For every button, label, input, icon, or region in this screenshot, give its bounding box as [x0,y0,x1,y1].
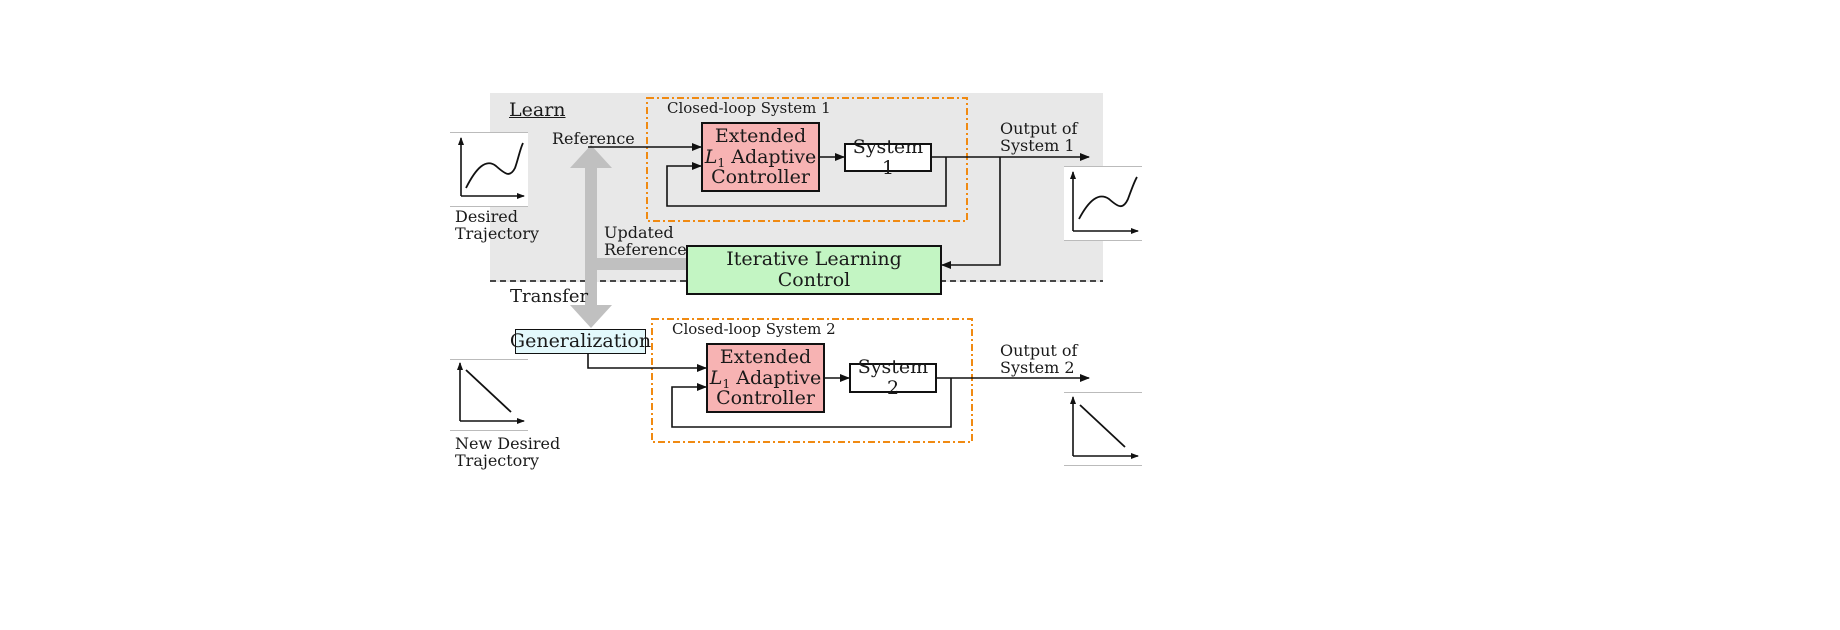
adaptive-controller-1-block: Extended L1 Adaptive Controller [701,122,820,192]
controller-2-line3: Controller [716,387,815,410]
generalization-to-controller-2-line [587,353,707,372]
closed-loop-1-frame [646,97,968,222]
generalization-label: Generalization [509,330,652,353]
generalization-block: Generalization [510,329,651,354]
adaptive-controller-2-block: Extended L1 Adaptive Controller [706,343,825,413]
output-1-label: Output of System 1 [1000,119,1078,155]
new-desired-trajectory-line2: Trajectory [455,450,539,470]
system-2-label: System 2 [857,356,929,399]
reference-label: Reference [552,129,635,148]
desired-trajectory-label: Desired Trajectory [455,207,539,243]
closed-loop-2-frame [651,318,973,443]
closed-loop-1-label: Closed-loop System 1 [667,99,831,117]
new-desired-trajectory-plot [450,359,528,431]
ilc-block: Iterative Learning Control [686,245,942,295]
feedback-1-line [666,157,947,207]
desired-trajectory-plot [450,132,528,207]
system-2-block: System 2 [849,357,937,398]
output-1-plot [1064,166,1142,241]
controller-1-word: Adaptive [731,145,817,168]
controller-1-subscript: 1 [717,155,726,170]
controller-2-symbol: L [709,366,723,389]
output-2-line2: System 2 [1000,357,1075,377]
learn-label: Learn [509,99,566,121]
output-1-line1: Output of [1000,119,1078,138]
output-2-label: Output of System 2 [1000,341,1078,377]
output-1-line2: System 1 [1000,135,1075,155]
transfer-arrow [570,145,687,328]
transfer-label: Transfer [510,286,589,307]
new-desired-trajectory-label: New Desired Trajectory [455,434,561,470]
feedback-2-line [671,378,952,428]
controller-2-subscript: 1 [722,376,731,391]
updated-reference-line2: Reference [604,239,687,259]
system-1-label: System 1 [852,135,924,179]
controller-2-word: Adaptive [736,366,822,389]
controller-1-line3: Controller [711,166,810,189]
controller-1-symbol: L [704,145,718,168]
controller-1-line1: Extended [714,124,807,147]
output-2-plot [1064,392,1142,466]
output-1-to-ilc-line [941,157,1001,269]
new-desired-trajectory-line1: New Desired [455,434,561,453]
system-1-block: System 1 [844,136,932,178]
output-2-line1: Output of [1000,341,1078,360]
desired-trajectory-line2: Trajectory [455,223,539,243]
updated-reference-label: Updated Reference [604,223,687,259]
desired-trajectory-line1: Desired [455,207,518,226]
controller-2-line1: Extended [719,345,812,368]
updated-reference-line1: Updated [604,223,674,242]
closed-loop-2-label: Closed-loop System 2 [672,320,836,338]
ilc-label: Iterative Learning Control [726,248,902,291]
